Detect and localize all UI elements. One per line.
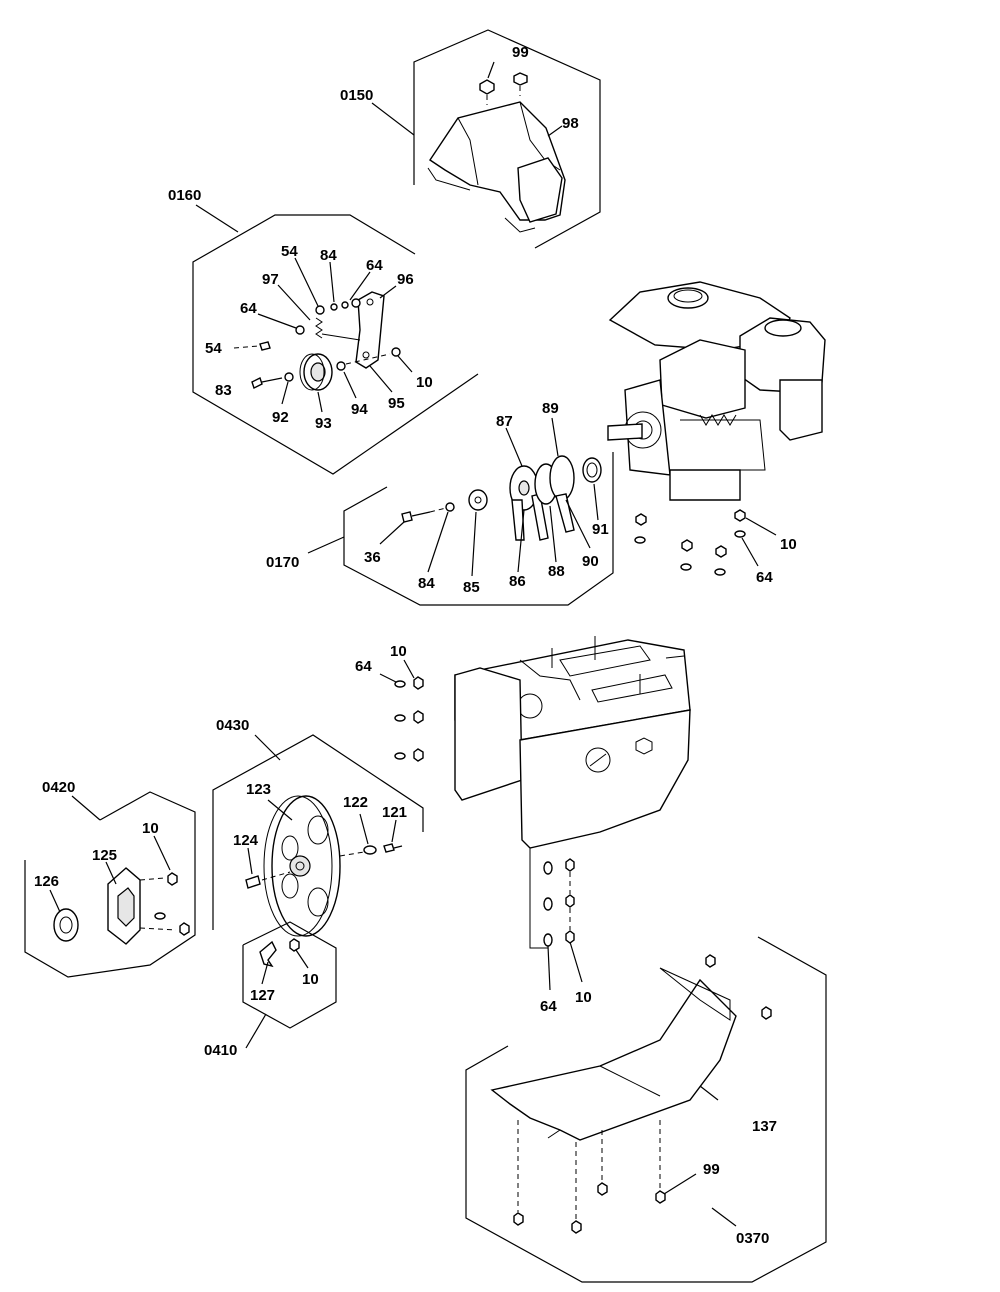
callout-123: 123 xyxy=(246,781,271,798)
belt-cover-98 xyxy=(427,101,566,233)
group-label-0150: 0150 xyxy=(340,87,373,104)
callout-93: 93 xyxy=(315,415,332,432)
group-0370-outline xyxy=(465,936,827,1283)
group-0160-outline xyxy=(192,204,479,475)
callout-10-e: 10 xyxy=(302,971,319,988)
group-label-0410: 0410 xyxy=(204,1042,237,1059)
callout-10-d: 10 xyxy=(142,820,159,837)
callout-92: 92 xyxy=(272,409,289,426)
screws-99-top xyxy=(479,61,563,137)
callout-95: 95 xyxy=(388,395,405,412)
drive-pulley-parts xyxy=(379,417,602,577)
callout-99-top: 99 xyxy=(512,44,529,61)
callout-90: 90 xyxy=(582,553,599,570)
shroud-fasteners xyxy=(513,954,772,1234)
callout-94: 94 xyxy=(351,401,368,418)
callout-127: 127 xyxy=(250,987,275,1004)
callout-84-b: 84 xyxy=(418,575,435,592)
group-0150-outline xyxy=(371,29,601,249)
callout-64-e: 64 xyxy=(540,998,557,1015)
callout-54-a: 54 xyxy=(281,243,298,260)
callout-124: 124 xyxy=(233,832,259,849)
callout-96: 96 xyxy=(397,271,414,288)
callout-84-a: 84 xyxy=(320,247,337,264)
callout-89: 89 xyxy=(542,400,559,417)
callout-54-b: 54 xyxy=(205,340,222,357)
callout-126: 126 xyxy=(34,873,59,890)
callout-137: 137 xyxy=(752,1118,777,1135)
callout-98: 98 xyxy=(562,115,579,132)
group-label-0170: 0170 xyxy=(266,554,299,571)
callout-97: 97 xyxy=(262,271,279,288)
group-label-0420: 0420 xyxy=(42,779,75,796)
callout-36: 36 xyxy=(364,549,381,566)
callout-91: 91 xyxy=(592,521,609,538)
callout-125: 125 xyxy=(92,847,117,864)
callout-64-b: 64 xyxy=(240,300,257,317)
callout-10-a: 10 xyxy=(416,374,433,391)
group-0170-outline xyxy=(307,452,614,606)
callout-122: 122 xyxy=(343,794,368,811)
callout-10-c: 10 xyxy=(390,643,407,660)
engine-illustration xyxy=(607,281,826,501)
housing-frame xyxy=(454,636,691,949)
large-pulley-parts xyxy=(245,795,403,937)
group-label-0370: 0370 xyxy=(736,1230,769,1247)
callout-86: 86 xyxy=(509,573,526,590)
group-label-0160: 0160 xyxy=(168,187,201,204)
callout-64-d: 64 xyxy=(355,658,372,675)
frame-fasteners xyxy=(379,659,583,991)
callout-85: 85 xyxy=(463,579,480,596)
idler-assembly-parts xyxy=(233,257,413,413)
group-0420-outline xyxy=(24,791,196,978)
shroud-137 xyxy=(490,967,737,1141)
callout-64-a: 64 xyxy=(366,257,383,274)
callout-87: 87 xyxy=(496,413,513,430)
group-0430-outline xyxy=(212,734,424,930)
callout-10-f: 10 xyxy=(575,989,592,1006)
group-0410-outline xyxy=(242,921,337,1049)
callout-99-bottom: 99 xyxy=(703,1161,720,1178)
engine-mount-hardware xyxy=(634,509,777,576)
callout-10-b: 10 xyxy=(780,536,797,553)
bearing-plate-parts xyxy=(49,835,190,945)
callout-64-c: 64 xyxy=(756,569,773,586)
clip-parts xyxy=(259,938,309,985)
callout-121: 121 xyxy=(382,804,407,821)
group-label-0430: 0430 xyxy=(216,717,249,734)
callout-88: 88 xyxy=(548,563,565,580)
callout-83: 83 xyxy=(215,382,232,399)
